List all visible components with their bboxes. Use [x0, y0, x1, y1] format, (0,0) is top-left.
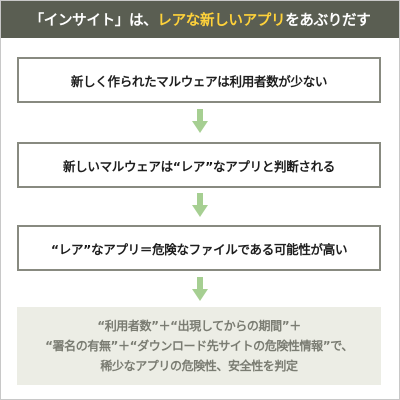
step-box-2: 新しいマルウェアは“レア”なアプリと判断される	[17, 142, 381, 188]
step-text-2: 新しいマルウェアは“レア”なアプリと判断される	[62, 158, 336, 174]
step-box-3: “レア”なアプリ＝危険なファイルである可能性が高い	[17, 225, 381, 271]
title-prefix: 「インサイト」は、	[29, 13, 158, 29]
title-suffix: をあぶりだす	[285, 13, 371, 29]
down-arrow-icon	[192, 277, 208, 301]
result-line-3: 稀少なアプリの危険性、安全性を判定	[100, 359, 298, 373]
result-box: “利用者数”＋“出現してからの期間”＋ “署名の有無”＋“ダウンロード先サイトの…	[17, 307, 381, 385]
step-text-1: 新しく作られたマルウェアは利用者数が少ない	[70, 73, 328, 89]
down-arrow-icon	[192, 193, 208, 217]
title-accent: レアな新しいアプリ	[157, 13, 286, 29]
down-arrow-icon	[192, 109, 208, 133]
step-box-1: 新しく作られたマルウェアは利用者数が少ない	[17, 57, 381, 103]
step-text-3: “レア”なアプリ＝危険なファイルである可能性が高い	[50, 241, 348, 257]
result-line-2: “署名の有無”＋“ダウンロード先サイトの危険性情報”で、	[45, 339, 353, 353]
result-line-1: “利用者数”＋“出現してからの期間”＋	[97, 319, 301, 333]
title-bar: 「インサイト」は、レアな新しいアプリをあぶりだす	[1, 1, 399, 38]
